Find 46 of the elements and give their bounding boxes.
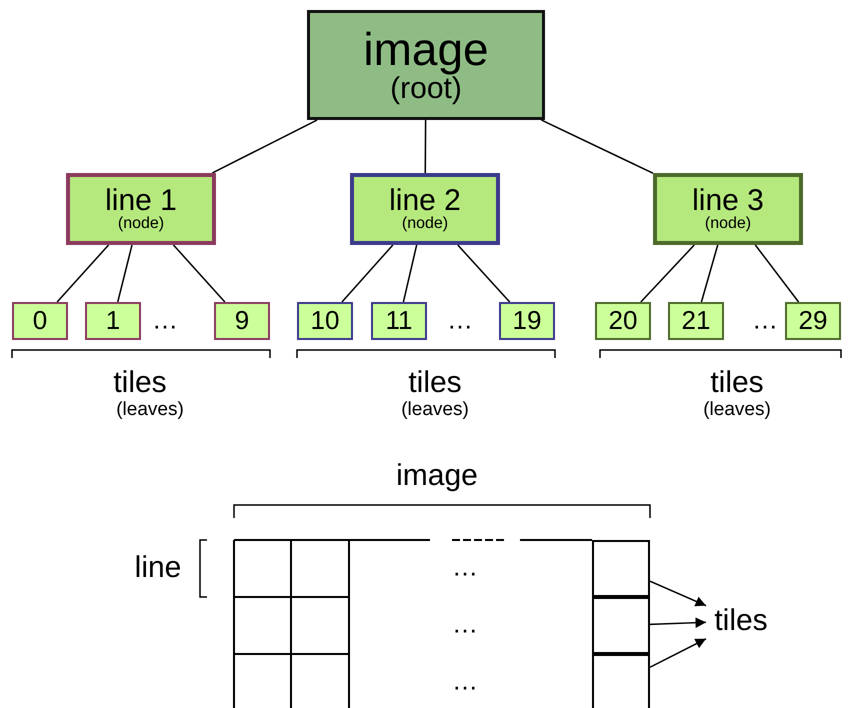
ellipsis: …: [452, 552, 478, 582]
leaf-box: 0: [12, 302, 68, 340]
tile-cell: [592, 540, 650, 597]
label-text: line: [134, 551, 182, 585]
leader-arrow: [650, 638, 706, 668]
connector-line: [640, 244, 695, 303]
tile-cell: [592, 597, 650, 654]
label-text: image: [396, 459, 478, 493]
leaf-box: 20: [595, 302, 651, 340]
connector-line: [402, 244, 418, 302]
connector-line: [700, 244, 718, 302]
connector-line: [341, 244, 394, 302]
connector-line: [56, 244, 110, 302]
ellipsis: …: [752, 304, 778, 336]
node-box: line 3 (node): [653, 173, 803, 245]
label-text: tiles: [710, 366, 764, 400]
caption-text: (leaves): [116, 399, 184, 421]
leaf-box: 21: [668, 302, 724, 340]
leaf-box: 11: [371, 302, 427, 340]
connector-line: [172, 244, 226, 302]
ellipsis: …: [452, 608, 478, 640]
connector-line: [424, 120, 426, 173]
connector-line: [754, 244, 800, 302]
connector-line: [457, 244, 510, 302]
leaf-box: 10: [297, 302, 353, 340]
label-text: tiles: [113, 366, 167, 400]
node-box: line 1 (node): [66, 173, 216, 245]
leader-arrow: [650, 580, 706, 606]
connector-line: [541, 119, 654, 174]
ellipsis: …: [452, 666, 478, 696]
leader-arrow: [650, 617, 706, 628]
tile-cell: [592, 654, 650, 708]
leaf-box: 19: [499, 302, 555, 340]
caption-text: (leaves): [401, 399, 469, 421]
leaf-box: 29: [785, 302, 841, 340]
connector-line: [117, 244, 133, 302]
leaf-box: 1: [85, 302, 141, 340]
root-box: image (root): [307, 10, 545, 120]
caption-text: (leaves): [703, 399, 771, 421]
ellipsis: …: [447, 304, 473, 336]
connector-line: [212, 119, 318, 174]
tiles-text: tiles: [706, 603, 776, 639]
node-box: line 2 (node): [350, 173, 500, 245]
label-text: tiles: [408, 366, 462, 400]
ellipsis: …: [152, 304, 178, 336]
leaf-box: 9: [214, 302, 270, 340]
